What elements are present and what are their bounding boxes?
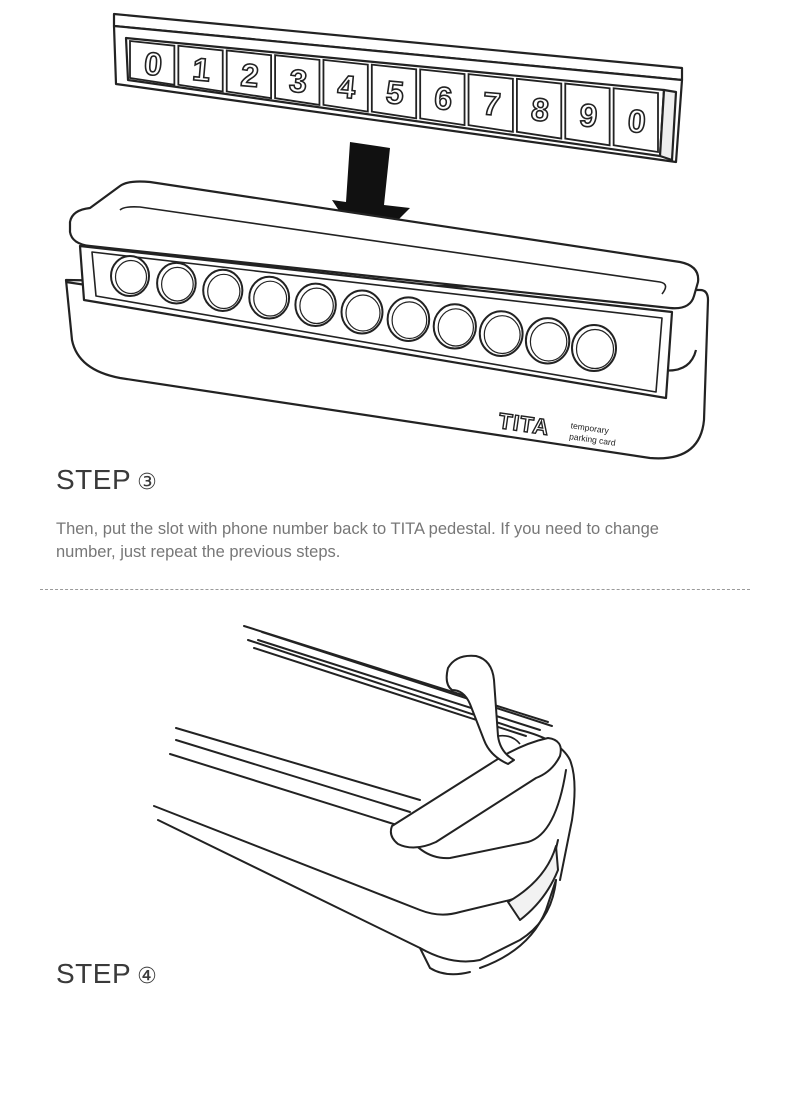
- step-4-number: ④: [137, 964, 158, 989]
- digit-cell: [467, 73, 514, 133]
- digit-cell: [129, 39, 176, 86]
- step-3-number: ③: [137, 470, 158, 495]
- pedestal-hole: [478, 310, 524, 358]
- digit-cell: [564, 82, 611, 147]
- pedestal-hole-rim: [483, 315, 521, 355]
- pedestal-hole-rim: [345, 294, 381, 332]
- pedestal-hole-rim: [391, 301, 428, 340]
- pedestal-corner-closeup: [153, 625, 576, 976]
- step-3-description-line2: number, just repeat the previous steps.: [56, 543, 341, 561]
- section-divider: [40, 589, 750, 590]
- step-4-label: STEP: [56, 958, 132, 989]
- pedestal-hole-rim: [160, 266, 194, 302]
- pedestal-hole-rim: [437, 308, 474, 347]
- step-3-description-line1: Then, put the slot with phone number bac…: [56, 520, 659, 538]
- digit-cell: [516, 77, 563, 140]
- pedestal-hole-rim: [529, 321, 568, 362]
- digit-cell: [225, 49, 272, 100]
- digit-cell: [177, 44, 224, 93]
- pedestal-hole: [294, 282, 337, 327]
- strip-digit: 5: [385, 74, 406, 111]
- pedestal-hole-rim: [114, 259, 148, 295]
- strip-digit: 7: [481, 85, 502, 122]
- pedestal-hole: [432, 303, 477, 350]
- digit-cell: [612, 87, 659, 154]
- pedestal-hole: [386, 296, 431, 343]
- digit-cell: [419, 68, 466, 127]
- pedestal-hole: [340, 289, 384, 335]
- strip-digit: 4: [336, 68, 357, 105]
- strip-digit: 6: [433, 80, 454, 117]
- strip-digit: 9: [578, 97, 599, 134]
- pedestal-hole-rim: [253, 280, 288, 317]
- pedestal-hole: [524, 317, 571, 365]
- pedestal-hole-rim: [207, 273, 241, 310]
- step-3-description: Then, put the slot with phone number bac…: [56, 518, 756, 564]
- pedestal-hole: [248, 275, 291, 320]
- pedestal-hole: [110, 255, 150, 297]
- pedestal-hole-rim: [575, 328, 615, 370]
- digit-cell: [370, 63, 418, 120]
- step-3-label: STEP: [56, 464, 132, 495]
- adhesive-tape: [389, 654, 562, 849]
- pedestal-hole: [571, 324, 617, 372]
- strip-digit: 3: [288, 62, 309, 99]
- pedestal-hole-rim: [299, 287, 334, 325]
- digit-cell: [274, 54, 321, 106]
- pedestal-hole: [202, 268, 244, 312]
- strip-digit: 0: [626, 102, 647, 139]
- strip-digit: 0: [143, 45, 164, 82]
- pedestal-hole: [156, 261, 197, 305]
- strip-digit: 2: [239, 57, 260, 94]
- strip-digit: 8: [530, 91, 551, 128]
- pedestal-digit-holes: [110, 255, 617, 372]
- strip-digit: 1: [191, 51, 212, 88]
- digit-cell: [322, 58, 369, 113]
